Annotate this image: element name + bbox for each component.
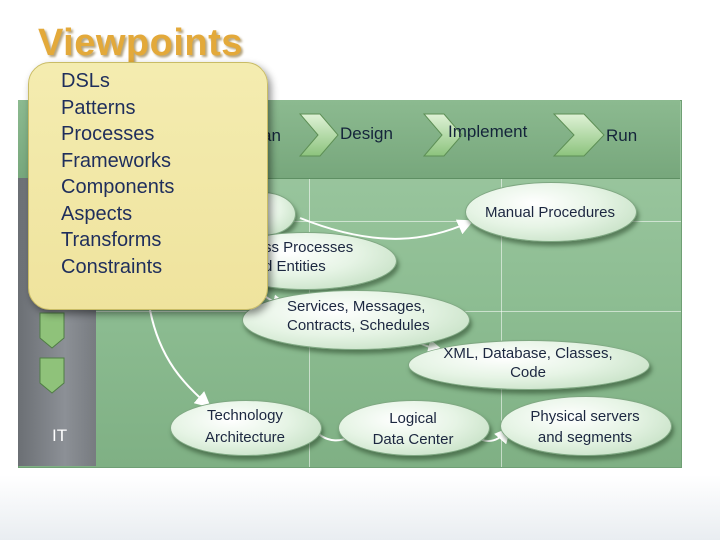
node-business-processes-label-1: ss Processes [264,239,354,256]
node-manual-procedures [465,182,637,242]
viewpoint-popup: DSLs Patterns Processes Frameworks Compo… [28,62,268,310]
connector-arrow [299,217,474,240]
list-item: Frameworks [61,149,172,172]
node-logical-data-center-label-1: Logical [389,410,437,427]
chevron-arrow-icon [298,113,339,157]
viewpoint-list: DSLs Patterns Processes Frameworks Compo… [61,68,174,280]
node-xml-database-label-2: Code [510,364,546,381]
node-physical-servers [500,396,672,456]
chevron-arrow-icon [422,113,463,157]
list-item: Processes [61,123,155,145]
grid-line [501,179,502,467]
grid-line [19,221,681,222]
list-item: DSLs [61,70,110,92]
list-item: Patterns [61,96,136,119]
node-physical-servers-label-1: Physical servers [530,408,640,425]
node-services-label-1: Services, Messages, [287,298,426,315]
node-technology-architecture-label-1: Technology [207,407,283,424]
node-logical-data-center [338,400,490,456]
node-services [242,290,470,350]
node-manual-procedures-label: Manual Procedures [484,204,616,221]
list-item: Transforms [61,229,162,251]
node-physical-servers-label-2: and segments [537,429,633,446]
phase-design-label: Design [340,124,393,143]
phase-arrows [298,113,605,157]
chevron-arrow-icon [552,113,605,157]
node-technology-architecture-label-2: Architecture [204,429,286,446]
node-xml-database [408,340,650,390]
level-marker-icon [39,312,65,349]
node-business-processes-label-2: d Entities [264,258,326,275]
node-xml-database-label-1: XML, Database, Classes, [443,345,613,362]
list-item: Components [61,176,175,198]
list-item: Constraints [61,255,163,278]
node-logical-data-center-label-2: Data Center [372,431,454,448]
phase-implement-label: Implement [448,122,528,141]
node-services-label-2: Contracts, Schedules [287,317,430,334]
level-markers [39,312,65,394]
row-label-it: IT [52,426,68,445]
connector-arrow [149,309,212,408]
list-item: Aspects [61,202,133,225]
slide-title: Viewpoints [38,22,243,64]
node-technology-architecture [170,400,322,456]
phase-run-label: Run [606,126,638,145]
level-marker-icon [39,357,65,394]
